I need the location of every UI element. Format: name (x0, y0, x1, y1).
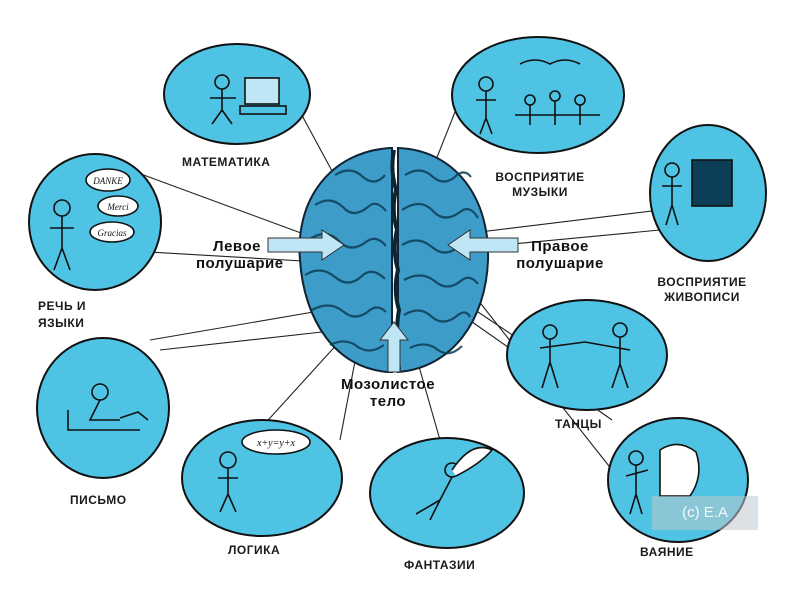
sculpture-figure-icon (625, 443, 700, 515)
dance-label: ТАНЦЫ (555, 417, 602, 431)
music-bubble (451, 36, 625, 154)
speech-figure-icon (50, 168, 139, 271)
dance-bubble (506, 299, 668, 411)
fantasy-bubble (369, 437, 525, 549)
left-hemisphere-label: Левое полушарие (196, 238, 284, 272)
speech-label: РЕЧЬ И ЯЗЫКИ (38, 299, 87, 330)
speech-bubble-text: DANKE (92, 176, 123, 186)
math-figure-icon (210, 74, 287, 125)
fantasy-label: ФАНТАЗИИ (404, 558, 476, 572)
brain (298, 146, 490, 374)
logic-bubble-text: x+y=y+x (256, 438, 296, 449)
music-figure-icon (476, 59, 600, 135)
right-hemisphere-label: Правое полушарие (516, 238, 604, 272)
music-label: ВОСПРИЯТИЕ МУЗЫКИ (495, 170, 585, 199)
speech-bubble-text: Gracias (98, 228, 127, 238)
math-label: МАТЕМАТИКА (182, 155, 271, 169)
corpus-callosum-arrow (378, 321, 410, 373)
watermark: (c) E.A (652, 496, 758, 530)
logic-figure-icon (218, 429, 311, 513)
math-bubble (163, 43, 311, 145)
dance-figure-icon (539, 322, 631, 389)
painting-figure-icon (662, 159, 733, 226)
sculpture-label: ВАЯНИЕ (640, 545, 694, 559)
corpus-callosum-label: Мозолистое тело (340, 376, 436, 410)
logic-label: ЛОГИКА (228, 543, 281, 557)
fantasy-figure-icon (415, 446, 494, 521)
writing-figure-icon (67, 383, 149, 431)
right-hemisphere-arrow (447, 229, 519, 261)
writing-bubble (36, 337, 170, 479)
writing-label: ПИСЬМО (70, 493, 127, 507)
speech-bubble-text: Merci (106, 202, 129, 212)
painting-label: ВОСПРИЯТИЕ ЖИВОПИСИ (657, 275, 747, 304)
left-hemisphere-arrow (267, 229, 345, 261)
speech-bubble (28, 153, 162, 291)
